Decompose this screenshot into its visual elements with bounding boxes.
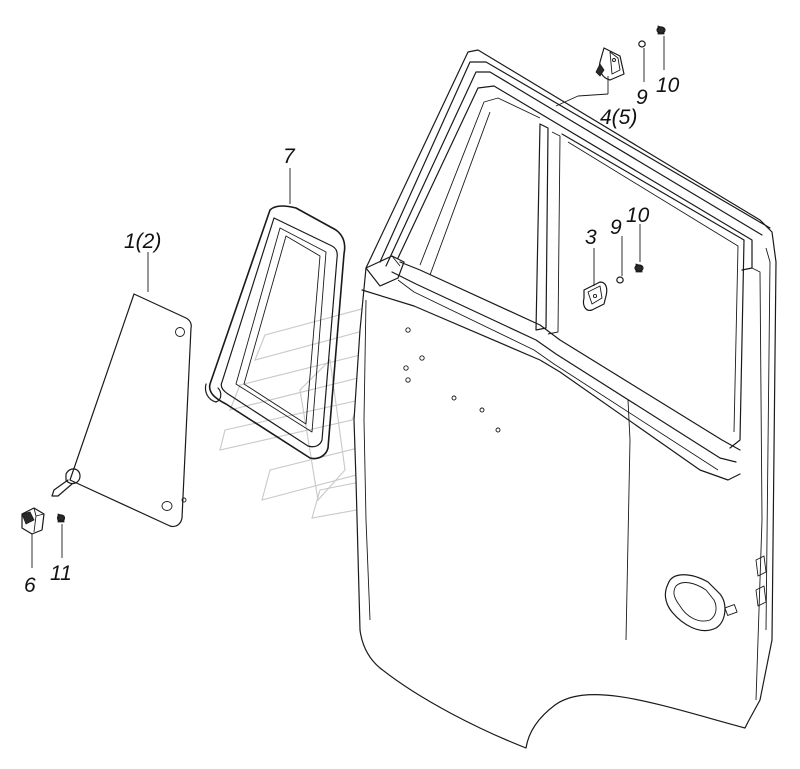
callout-3: 3	[585, 226, 597, 249]
callout-4-5: 4(5)	[600, 106, 637, 129]
callout-10-lower: 10	[626, 204, 650, 227]
callout-7: 7	[283, 145, 296, 168]
nut-9-lower	[616, 276, 624, 284]
bolt-10-lower	[634, 263, 644, 273]
callout-9-upper: 9	[636, 86, 648, 109]
latch-part-6	[21, 507, 45, 535]
bracket-part-3	[582, 281, 608, 311]
callout-9-lower: 9	[610, 216, 622, 239]
callout-11: 11	[50, 562, 72, 585]
screw-part-11	[56, 513, 66, 523]
callout-1-2: 1(2)	[124, 230, 161, 253]
callout-10-upper: 10	[656, 74, 680, 97]
glass-seal-frame-part	[204, 205, 346, 460]
quarter-glass-part	[51, 293, 192, 528]
leader-lines	[31, 36, 665, 568]
hinge-part-4-5	[595, 47, 625, 81]
nut-9-upper	[638, 40, 646, 48]
callout-6: 6	[24, 574, 36, 597]
bolt-10-upper	[656, 25, 666, 35]
door-panel	[353, 49, 777, 749]
callout-labels: 1(2) 7 3 9 10 4(5) 9 10 6 11	[24, 74, 680, 597]
